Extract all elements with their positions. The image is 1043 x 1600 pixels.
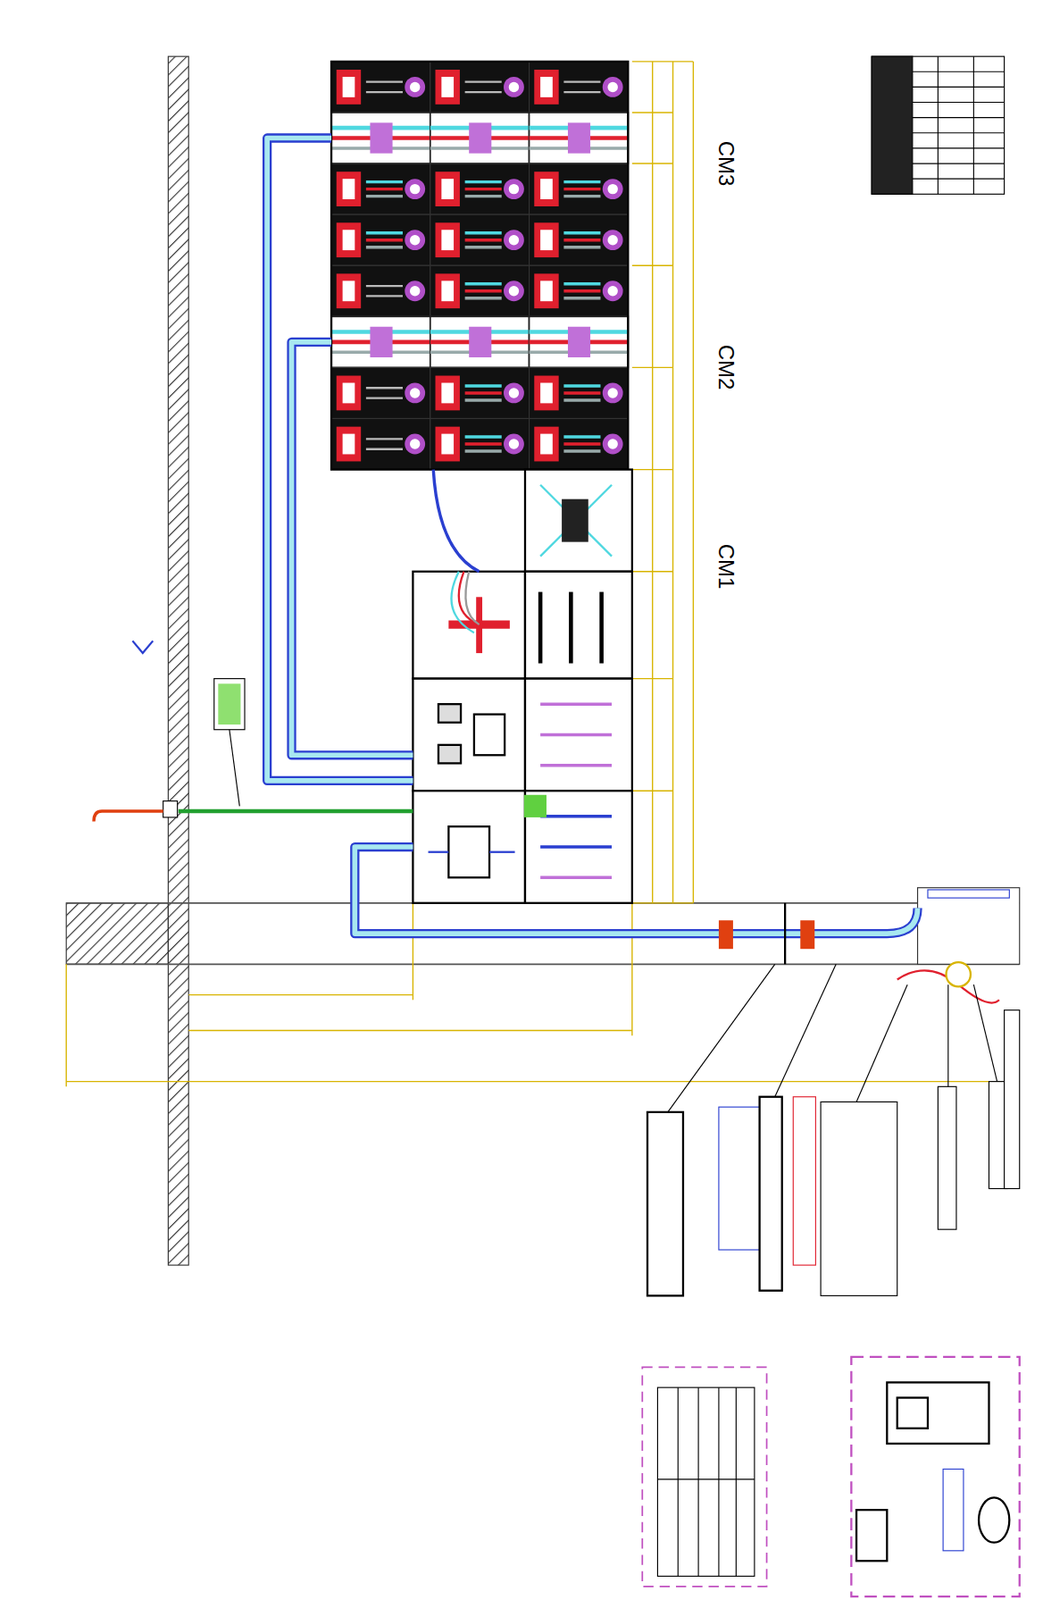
panel-label: CM1: [713, 543, 739, 590]
panel-label: CM2: [713, 344, 739, 391]
panel-label: CM3: [713, 141, 739, 187]
